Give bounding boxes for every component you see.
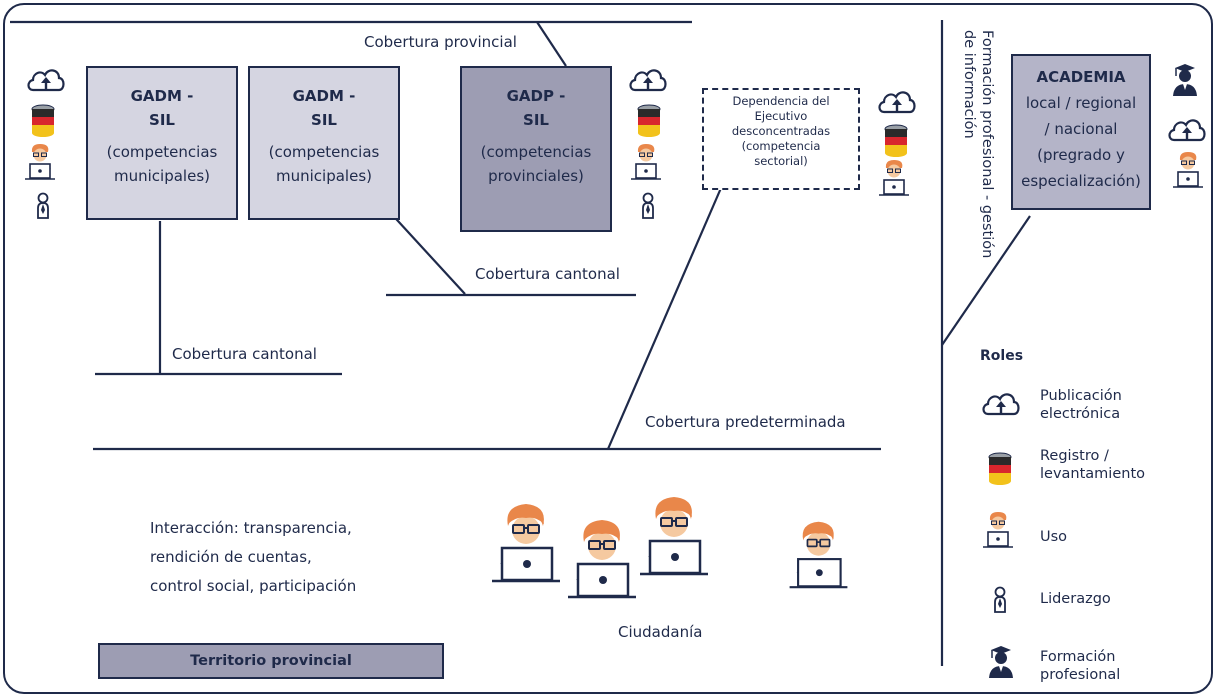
database-icon [31, 104, 55, 138]
role-uso-label: Uso [1040, 529, 1068, 545]
dependencia-line-2: Ejecutivo [754, 109, 808, 123]
box-body-2: provinciales) [488, 167, 584, 185]
database-icon [884, 124, 908, 158]
role-publicacion-label: Publicación electrónica [1040, 387, 1122, 423]
academia-title: ACADEMIA [1036, 68, 1126, 86]
cloud-upload-icon [629, 69, 667, 92]
interaccion-line-1: Interacción: transparencia, [150, 519, 352, 537]
gadp-box: GADP - SIL (competencias provinciales) [460, 66, 612, 232]
box-title: GADM - [130, 87, 194, 105]
role-formacion-label: Formación profesional [1040, 648, 1120, 684]
dependencia-box: Dependencia del Ejecutivo desconcentrada… [702, 88, 860, 190]
user-laptop-icon [1172, 151, 1204, 188]
user-laptop-icon [630, 143, 662, 180]
outer-frame [3, 3, 1213, 694]
role-label-line-2: electrónica [1040, 406, 1121, 422]
academia-line-2: / nacional [1044, 120, 1118, 138]
role-liderazgo-label: Liderazgo [1040, 591, 1111, 607]
box-body-1: (competencias [268, 143, 380, 161]
cloud-upload-icon [1168, 119, 1206, 142]
predeterminada-coverage-label: Cobertura predeterminada [645, 413, 846, 431]
gadm-box-2: GADM - SIL (competencias municipales) [248, 66, 400, 220]
dependencia-line-5: sectorial) [754, 154, 808, 168]
graduate-icon [988, 645, 1014, 679]
interaccion-text: Interacción: transparencia, rendición de… [150, 514, 356, 601]
role-label-line-2: levantamiento [1040, 466, 1145, 482]
role-label-line-1: Formación [1040, 649, 1116, 665]
vertical-training-label: Formación profesional - gestión de infor… [952, 30, 996, 260]
cantonal-coverage-label-right: Cobertura cantonal [475, 265, 620, 283]
user-laptop-icon [24, 143, 56, 180]
box-title-2: SIL [149, 111, 175, 129]
role-label-line-1: Publicación [1040, 388, 1122, 404]
academia-line-3: (pregrado y [1037, 146, 1125, 164]
roles-title: Roles [980, 348, 1024, 364]
dependencia-link-line [606, 187, 723, 450]
role-label-line-2: profesional [1040, 667, 1121, 683]
ciudadania-label: Ciudadanía [618, 623, 703, 641]
box-body-2: municipales) [276, 167, 372, 185]
box-body-1: (competencias [106, 143, 218, 161]
academia-line-4: especialización) [1021, 172, 1141, 190]
citizen-icon [638, 495, 710, 576]
citizen-icon [566, 518, 638, 599]
box-title: GADM - [292, 87, 356, 105]
provincial-coverage-label: Cobertura provincial [364, 33, 517, 51]
role-label-line-1: Registro / [1040, 448, 1109, 464]
gadm-box-1: GADM - SIL (competencias municipales) [86, 66, 238, 220]
box-title-2: SIL [523, 111, 549, 129]
dependencia-line-4: (competencia [741, 139, 821, 153]
box-body-2: municipales) [114, 167, 210, 185]
academia-line-1: local / regional [1025, 94, 1137, 112]
gadp-link-line [536, 21, 567, 67]
cloud-upload-icon [982, 393, 1020, 416]
cloud-upload-icon [878, 91, 916, 114]
vertical-training-text: Formación profesional - gestión de infor… [961, 30, 995, 259]
interaccion-line-3: control social, participación [150, 577, 357, 595]
box-body-1: (competencias [480, 143, 592, 161]
box-title: GADP - [506, 87, 566, 105]
user-laptop-icon [982, 511, 1014, 548]
user-laptop-icon [878, 159, 910, 196]
leader-person-icon [37, 192, 49, 219]
role-registro-label: Registro / levantamiento [1040, 447, 1145, 483]
cloud-upload-icon [27, 69, 65, 92]
citizen-icon [788, 520, 849, 589]
academia-link-line [941, 215, 1031, 346]
territorio-provincial-box: Territorio provincial [98, 643, 444, 679]
cantonal-coverage-label-left: Cobertura cantonal [172, 345, 317, 363]
academia-box: ACADEMIA local / regional / nacional (pr… [1011, 54, 1151, 210]
database-icon [988, 452, 1012, 486]
dependencia-line-3: desconcentradas [731, 124, 831, 138]
graduate-icon [1172, 63, 1198, 97]
box-title-2: SIL [311, 111, 337, 129]
connector-lines [10, 20, 1031, 666]
citizen-icon [490, 502, 562, 583]
dependencia-line-1: Dependencia del [732, 94, 830, 108]
interaccion-line-2: rendición de cuentas, [150, 548, 312, 566]
database-icon [637, 104, 661, 138]
leader-person-icon [642, 192, 654, 219]
leader-person-icon [994, 586, 1006, 613]
